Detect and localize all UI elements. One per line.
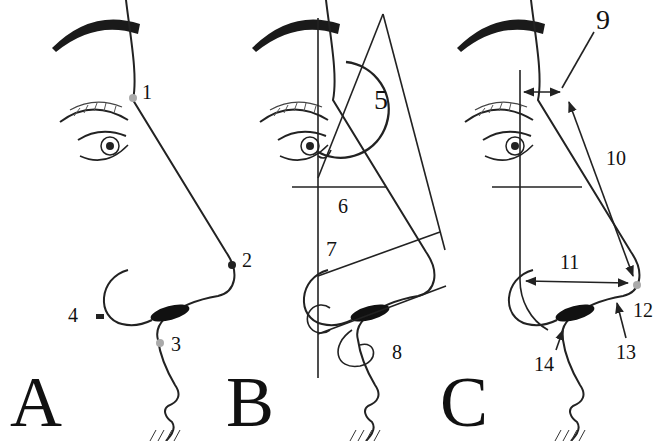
callout-number: 6 (338, 196, 348, 216)
callout-number: 14 (534, 354, 554, 374)
callout-number: 8 (392, 342, 402, 362)
callout-number: 7 (326, 238, 337, 260)
callout-number: 4 (68, 305, 78, 325)
callout-number: 11 (560, 252, 579, 272)
callout-number: 12 (633, 300, 653, 320)
callout-number: 1 (142, 82, 152, 102)
panel-letter: A (10, 366, 62, 438)
callout-number: 13 (616, 342, 636, 362)
callout-number: 9 (596, 6, 610, 34)
panel-letter: C (440, 366, 488, 438)
callout-number: 10 (606, 148, 626, 168)
callout-number: 2 (242, 250, 252, 270)
callout-number: 5 (374, 86, 388, 114)
callout-number: 3 (171, 334, 181, 354)
panel-letter: B (226, 366, 274, 438)
